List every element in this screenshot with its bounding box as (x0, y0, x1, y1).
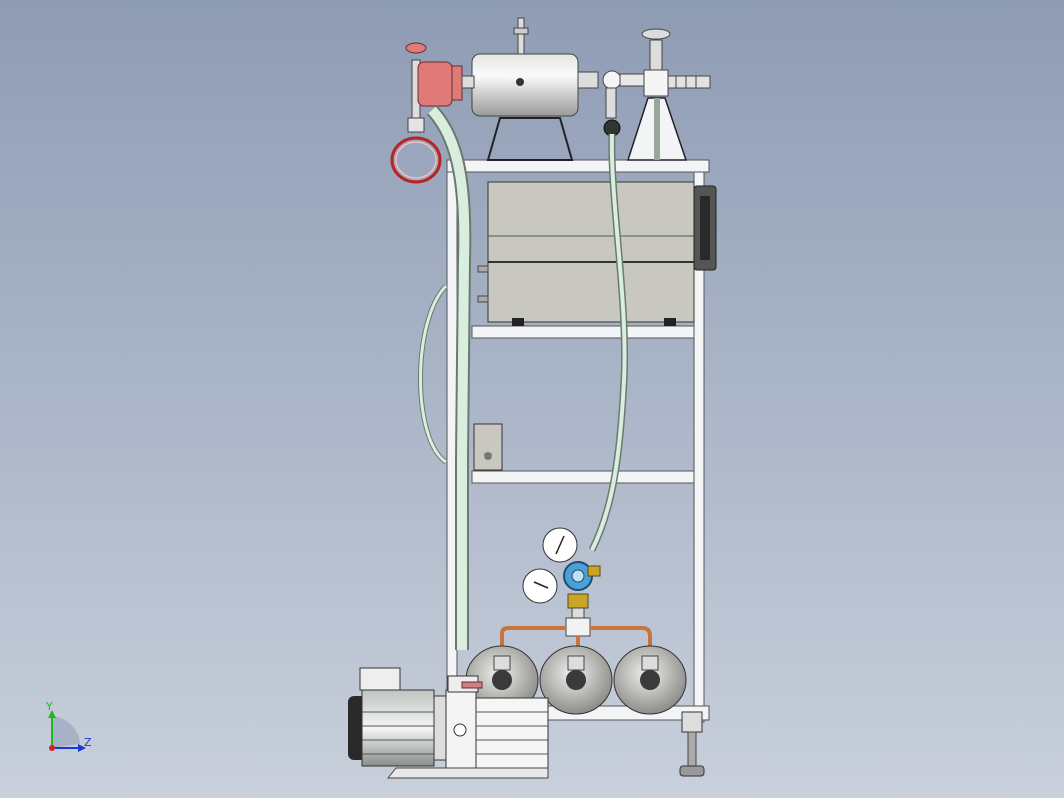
vacuum-pump (348, 667, 549, 779)
right-valve-handwheel (641, 28, 671, 40)
right-valve-body (643, 69, 669, 97)
gas-regulator (522, 527, 601, 637)
red-valve-body (417, 61, 453, 107)
leveling-foot (679, 711, 705, 777)
red-o-ring (390, 136, 442, 184)
pressure-gauge-lower (522, 568, 558, 604)
triad-z-label: Z (84, 736, 92, 749)
gas-bottle-3 (613, 645, 687, 715)
pump-motor (361, 689, 435, 767)
oil-bath-tank (477, 181, 717, 326)
frame-top-shelf (446, 159, 710, 173)
left-valve-cluster (390, 42, 475, 184)
frame-shelf-3 (471, 470, 695, 484)
reactor-cylinder (471, 53, 579, 117)
coordinate-triad-icon: Y Z (45, 700, 92, 752)
reactor-assembly (471, 17, 711, 161)
triad-y-label: Y (45, 700, 53, 713)
gas-bottle-2 (539, 645, 613, 715)
frame-shelf-2 (471, 325, 695, 339)
hoses (418, 105, 629, 650)
junction-box (473, 423, 503, 471)
